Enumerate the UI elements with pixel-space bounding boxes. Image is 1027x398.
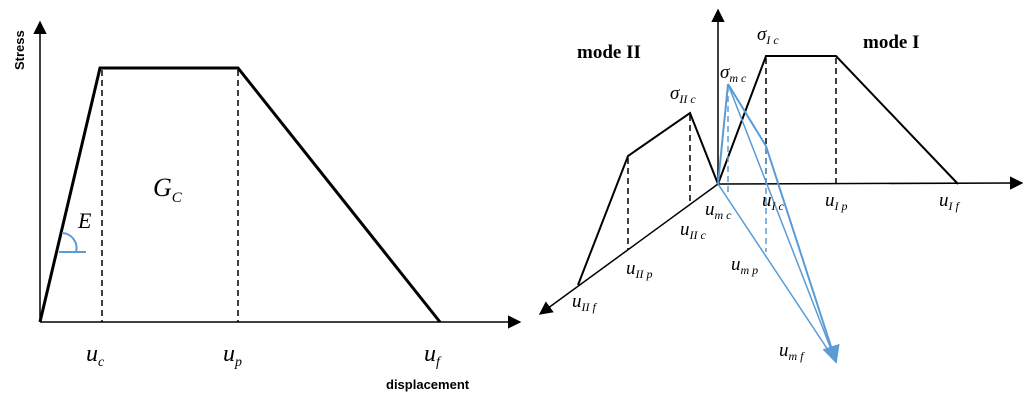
mode-two-title: mode II	[577, 42, 641, 63]
modulus-label: E	[77, 208, 92, 233]
mixed-softening-2	[727, 83, 837, 363]
label-up: up	[223, 341, 242, 370]
modulus-arc	[61, 232, 78, 253]
fracture-energy-label: GC	[153, 173, 183, 206]
mode-two-curve	[577, 111, 719, 286]
mode-one-title: mode I	[863, 32, 919, 53]
trapezoidal-law-curve	[38, 66, 442, 323]
mode-one-axis	[717, 176, 1024, 190]
label-uf: uf	[424, 341, 442, 370]
mixed-rise	[717, 83, 729, 185]
label-uc: uc	[86, 341, 105, 370]
left-x-axis-label: displacement	[386, 377, 470, 392]
mixed-separation-line	[717, 183, 837, 363]
left-diagram: Stress displacement E GC uc up uf	[12, 20, 522, 392]
mixed-softening	[765, 145, 840, 364]
mixed-plateau	[727, 83, 767, 147]
left-y-axis-label: Stress	[12, 30, 27, 70]
mode-one-curve	[717, 55, 959, 185]
mode-two-axis	[538, 183, 719, 315]
